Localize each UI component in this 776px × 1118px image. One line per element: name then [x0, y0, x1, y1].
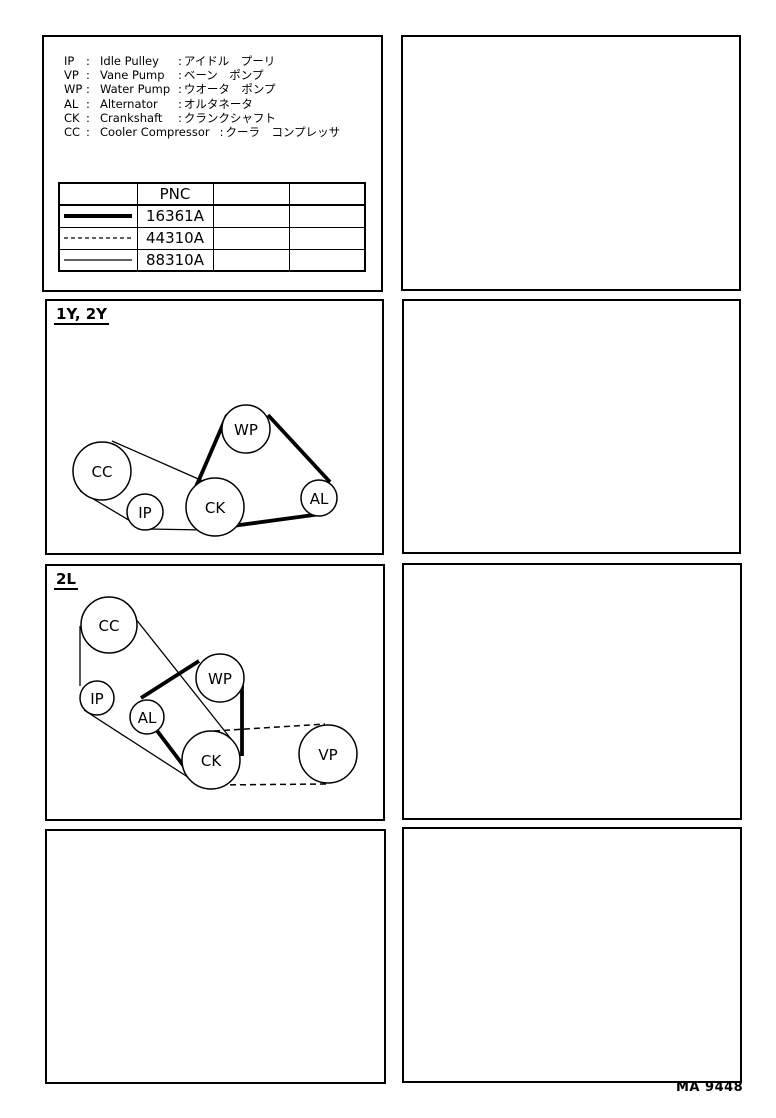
abbr-colon: :: [178, 68, 182, 83]
empty-panel: [45, 829, 386, 1084]
cc-pulley: [80, 596, 138, 654]
line-style-header-cell: [58, 182, 138, 206]
empty-cell: [212, 226, 290, 250]
ip-label: IP: [90, 690, 103, 708]
belt-diagram-1y2y: CC IP CK WP AL 1Y, 2Y: [45, 299, 384, 555]
abbr-colon: :: [178, 54, 182, 68]
ck-label: CK: [205, 499, 226, 517]
abbr-english: Idle Pulley: [100, 54, 159, 68]
empty-panel: [402, 827, 742, 1083]
abbr-japanese: ウオータ ポンプ: [183, 82, 276, 97]
pnc-value: 16361A: [136, 204, 214, 228]
abbreviation-list: IP : Idle Pulley : アイドル プーリ VP : Vane Pu…: [64, 54, 340, 139]
table-row: 88310A: [58, 248, 366, 272]
abbr-colon: :: [86, 54, 90, 68]
abbr-code: VP: [64, 68, 79, 83]
ck-pulley: [181, 730, 241, 790]
abbr-code: IP: [64, 54, 75, 68]
abbr-japanese: オルタネータ: [183, 96, 253, 111]
abbr-code: AL: [64, 96, 79, 111]
table-row: 44310A: [58, 226, 366, 250]
abbr-colon: :: [86, 125, 90, 140]
belt-layout-1y2y: CC IP CK WP AL: [72, 404, 338, 537]
ip-pulley: [126, 493, 164, 531]
abbreviation-row-al: AL : Alternator : オルタネータ: [64, 97, 340, 111]
abbr-code: WP: [64, 82, 83, 97]
abbr-english: Vane Pump: [100, 68, 165, 83]
abbr-colon: :: [86, 82, 90, 97]
abbr-colon: :: [86, 110, 90, 125]
abbr-japanese: ベーン ポンプ: [183, 68, 264, 83]
empty-cell: [288, 226, 366, 250]
abbreviation-row-cc: CC : Cooler Compressor : クーラ コンプレッサ: [64, 125, 340, 139]
abbr-code: CC: [64, 125, 81, 140]
engine-model-title: 2L: [54, 570, 78, 590]
ck-pulley: [185, 477, 245, 537]
empty-panel: [401, 35, 741, 291]
ip-pulley: [79, 680, 115, 716]
wp-label: WP: [208, 670, 232, 688]
empty-cell: [288, 204, 366, 228]
wp-pulley: [221, 404, 271, 454]
wp-pulley: [195, 653, 245, 703]
empty-cell: [212, 248, 290, 272]
pnc-table-header-row: PNC: [58, 182, 366, 206]
empty-cell: [212, 182, 290, 206]
abbr-colon: :: [178, 96, 182, 111]
vp-label: VP: [318, 746, 337, 764]
thin-solid-line-sample: [58, 248, 138, 272]
dashed-belt-44310a: [209, 723, 328, 786]
cc-label: CC: [92, 463, 113, 481]
abbreviation-row-wp: WP : Water Pump : ウオータ ポンプ: [64, 82, 340, 96]
abbreviation-row-ip: IP : Idle Pulley : アイドル プーリ: [64, 54, 340, 68]
abbr-colon: :: [86, 96, 90, 111]
thin-belt-88310a: [79, 617, 236, 784]
empty-cell: [212, 204, 290, 228]
abbreviation-row-ck: CK : Crankshaft : クランクシャフト: [64, 111, 340, 125]
al-label: AL: [138, 709, 157, 727]
ck-label: CK: [201, 752, 222, 770]
pnc-header: PNC: [136, 182, 214, 206]
abbr-japanese: アイドル プーリ: [183, 54, 276, 68]
figure-code: MA 9448: [676, 1080, 744, 1095]
pnc-value: 88310A: [136, 248, 214, 272]
abbr-colon: :: [219, 125, 224, 140]
abbr-english: Crankshaft: [100, 110, 163, 125]
al-pulley: [300, 479, 338, 517]
dashed-line-sample: [58, 226, 138, 250]
abbr-english: Water Pump: [100, 82, 171, 97]
vp-pulley: [298, 724, 358, 784]
wp-label: WP: [234, 421, 258, 439]
pnc-value: 44310A: [136, 226, 214, 250]
belt-layout-2l: CC IP AL WP CK VP: [79, 596, 358, 790]
al-label: AL: [310, 490, 329, 508]
abbr-colon: :: [178, 110, 182, 125]
table-row: 16361A: [58, 204, 366, 228]
legend-panel: IP : Idle Pulley : アイドル プーリ VP : Vane Pu…: [42, 35, 383, 292]
pnc-table: PNC 16361A 44310A 88310A: [58, 182, 366, 272]
empty-cell: [288, 182, 366, 206]
empty-panel: [402, 299, 741, 554]
thick-solid-line-sample: [58, 204, 138, 228]
abbr-japanese: クーラ コンプレッサ: [225, 125, 341, 140]
empty-panel: [402, 563, 742, 820]
belt-diagram-2l: CC IP AL WP CK VP 2L: [45, 564, 385, 821]
ip-label: IP: [138, 504, 151, 522]
abbr-english: Cooler Compressor: [100, 125, 210, 140]
abbr-japanese: クランクシャフト: [183, 110, 276, 125]
abbr-code: CK: [64, 110, 80, 125]
abbr-colon: :: [178, 82, 182, 97]
empty-cell: [288, 248, 366, 272]
cc-label: CC: [99, 617, 120, 635]
abbreviation-row-vp: VP : Vane Pump : ベーン ポンプ: [64, 68, 340, 82]
abbr-english: Alternator: [100, 96, 158, 111]
cc-pulley: [72, 441, 132, 501]
abbr-colon: :: [86, 68, 90, 83]
al-pulley: [129, 699, 165, 735]
engine-model-title: 1Y, 2Y: [54, 305, 110, 325]
